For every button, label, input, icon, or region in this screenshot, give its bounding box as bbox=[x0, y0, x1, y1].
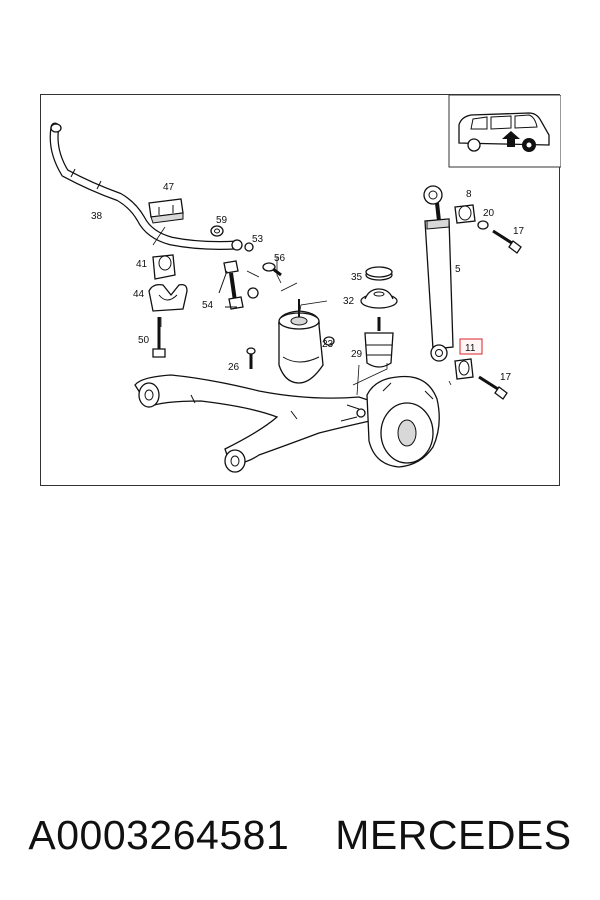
callout-35: 35 bbox=[351, 272, 363, 283]
van-location-inset bbox=[448, 95, 561, 168]
buffer-stack bbox=[360, 266, 398, 368]
callout-44: 44 bbox=[133, 289, 145, 300]
link-rod bbox=[218, 239, 259, 310]
callout-11: 11 bbox=[465, 343, 476, 354]
callout-26: 26 bbox=[228, 362, 240, 373]
callout-29: 29 bbox=[351, 349, 363, 360]
callout-5: 5 bbox=[455, 264, 461, 275]
callout-20: 20 bbox=[483, 208, 495, 219]
bolt-17-upper bbox=[492, 229, 522, 254]
callout-38: 38 bbox=[91, 211, 103, 222]
screw-26 bbox=[246, 347, 256, 369]
stabilizer-bar bbox=[49, 122, 242, 250]
part-number: A0003264581 bbox=[28, 811, 290, 858]
callout-17-upper: 17 bbox=[513, 226, 525, 237]
van-location-icon bbox=[458, 112, 550, 152]
callout-17-lower: 17 bbox=[500, 372, 512, 383]
callout-8: 8 bbox=[466, 189, 472, 200]
callout-23: 23 bbox=[322, 339, 334, 350]
shock-absorber bbox=[423, 185, 454, 362]
brake-drum bbox=[340, 375, 440, 468]
callout-56: 56 bbox=[274, 253, 286, 264]
bracket-47 bbox=[148, 198, 184, 224]
arrow-up-icon bbox=[502, 131, 520, 147]
parts-diagram: 38 47 59 53 56 41 44 54 50 26 23 35 32 2… bbox=[40, 94, 561, 486]
callout-50: 50 bbox=[138, 335, 150, 346]
bolt-17-lower bbox=[478, 375, 508, 400]
callout-59: 59 bbox=[216, 215, 228, 226]
nut-59 bbox=[210, 225, 224, 237]
bolt-56 bbox=[262, 262, 282, 277]
callout-54: 54 bbox=[202, 300, 214, 311]
callout-41: 41 bbox=[136, 259, 148, 270]
callout-53: 53 bbox=[252, 234, 264, 245]
bushing-41 bbox=[152, 254, 176, 280]
air-spring-23 bbox=[278, 299, 335, 384]
bushing-11 bbox=[454, 358, 474, 380]
callout-11-highlight bbox=[459, 338, 483, 355]
callout-32: 32 bbox=[343, 296, 355, 307]
bolt-50 bbox=[152, 317, 166, 358]
clamp-44 bbox=[148, 283, 188, 312]
brand-name: MERCEDES bbox=[335, 811, 572, 858]
leader-lines bbox=[152, 226, 452, 396]
bushing-20 bbox=[454, 204, 489, 230]
part-caption: A0003264581 MERCEDES bbox=[0, 800, 600, 870]
callout-47: 47 bbox=[163, 182, 175, 193]
trailing-arm bbox=[134, 374, 380, 473]
diagram-drawing: 38 47 59 53 56 41 44 54 50 26 23 35 32 2… bbox=[49, 95, 561, 473]
